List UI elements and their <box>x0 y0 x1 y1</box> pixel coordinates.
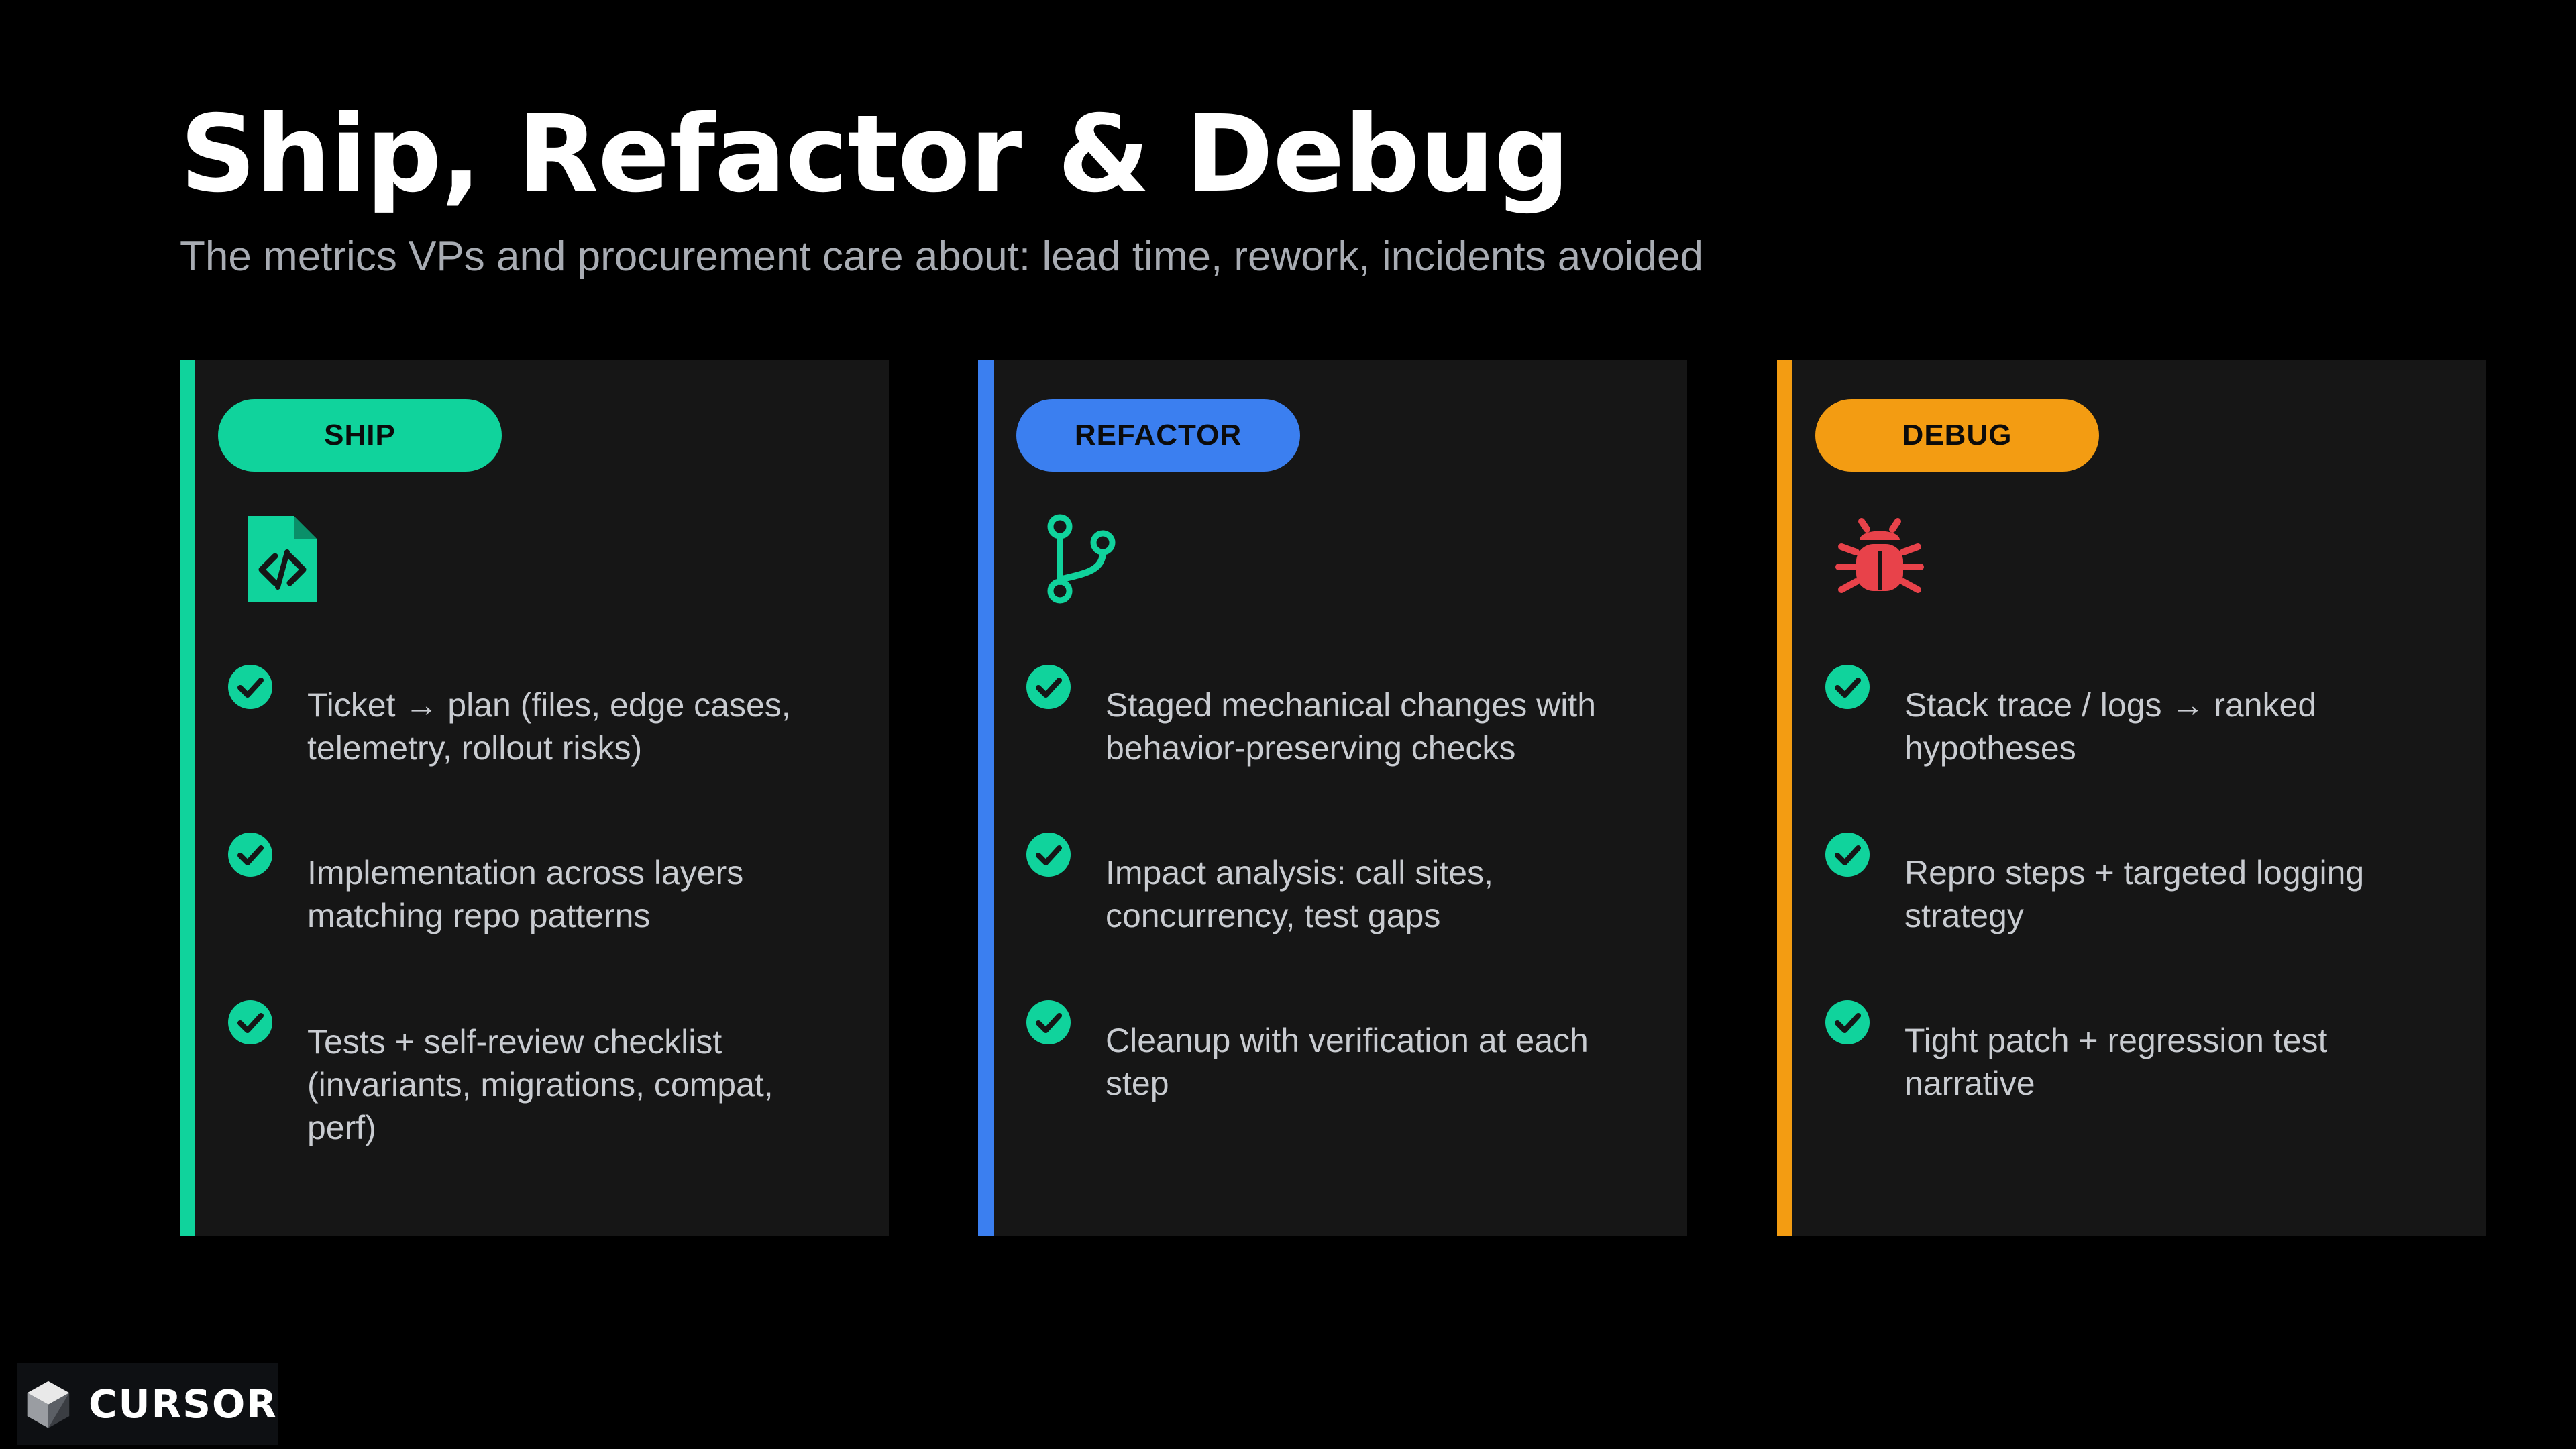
bug-icon <box>1835 518 1924 593</box>
list-item-text: Implementation across layers matching re… <box>307 854 744 934</box>
check-circle-icon <box>1825 665 1870 709</box>
debug-badge: DEBUG <box>1815 399 2099 472</box>
list-item-text: Repro steps + targeted logging strategy <box>1904 854 2365 934</box>
file-code-icon <box>248 516 317 602</box>
slide-title: Ship, Refactor & Debug <box>180 93 1570 216</box>
ship-badge: SHIP <box>218 399 502 472</box>
check-circle-icon <box>228 833 272 877</box>
list-item-text: Impact analysis: call sites, concurrency… <box>1106 854 1493 934</box>
git-branch-icon <box>1047 514 1116 604</box>
ship-card: SHIP Ticket → plan (files, edge cases, t… <box>180 360 889 1236</box>
check-circle-icon <box>1026 1000 1071 1044</box>
logo-text: CURSOR <box>88 1381 278 1427</box>
list-item-text: Staged mechanical changes with behavior-… <box>1106 686 1597 767</box>
list-item-text: Cleanup with verification at each step <box>1106 1022 1589 1102</box>
card-accent-bar <box>180 360 195 1236</box>
debug-card: DEBUG Stack trace / logs → ranked hypoth… <box>1777 360 2486 1236</box>
check-circle-icon <box>1026 665 1071 709</box>
list-item-text: Stack trace / logs → ranked hypotheses <box>1904 686 2317 767</box>
check-circle-icon <box>1825 1000 1870 1044</box>
refactor-badge: REFACTOR <box>1016 399 1300 472</box>
card-accent-bar <box>1777 360 1792 1236</box>
refactor-card: REFACTOR Staged mechanical changes with … <box>978 360 1687 1236</box>
list-item-text: Ticket → plan (files, edge cases, teleme… <box>307 686 791 767</box>
slide-subtitle: The metrics VPs and procurement care abo… <box>180 233 1703 280</box>
card-accent-bar <box>978 360 994 1236</box>
check-circle-icon <box>228 1000 272 1044</box>
cursor-cube-icon <box>27 1381 70 1428</box>
check-circle-icon <box>1825 833 1870 877</box>
cursor-logo: CURSOR <box>17 1363 278 1445</box>
list-item-text: Tests + self-review checklist (invariant… <box>307 1023 773 1146</box>
list-item-text: Tight patch + regression test narrative <box>1904 1022 2328 1102</box>
check-circle-icon <box>228 665 272 709</box>
check-circle-icon <box>1026 833 1071 877</box>
